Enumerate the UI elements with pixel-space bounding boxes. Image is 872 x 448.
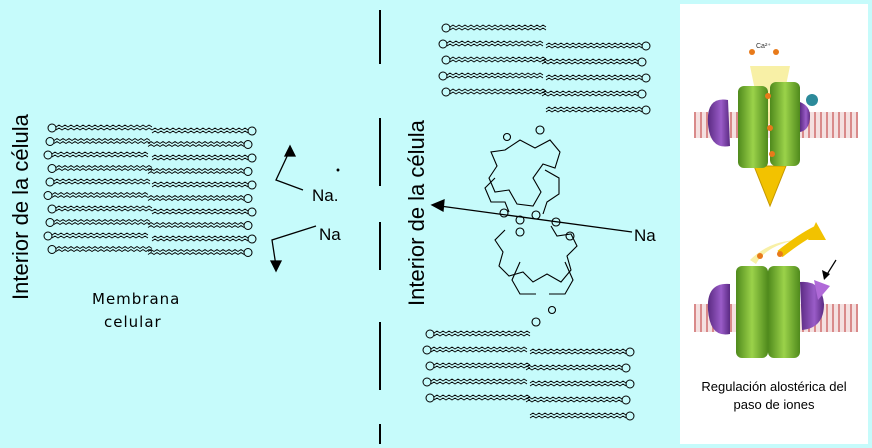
phospholipid [422,377,528,387]
phospholipid [425,393,531,403]
phospholipid [545,105,651,115]
phospholipid [151,153,257,163]
allosteric-channel-illustration: Ca²⁺ [680,4,868,444]
phospholipid [525,363,631,373]
left-membrane-bilayer [43,123,257,257]
phospholipid [43,150,149,160]
phospholipid [147,140,253,149]
allosteric-panel: Regulación alostérica del paso de iones [680,4,868,444]
na-label-upper-left: Na. [312,186,339,205]
membrane-label-line1: Membrana [92,290,181,308]
na-label-lower-left: Na [319,225,341,244]
phospholipid [45,137,151,146]
phospholipid [441,23,547,33]
phospholipid [422,345,528,355]
phospholipid [529,347,635,357]
phospholipid [151,234,257,244]
phospholipid [529,379,635,389]
phospholipid [438,39,544,49]
na-label-right: Na [634,226,656,245]
na-arrow-right [430,198,633,233]
phospholipid [47,123,153,133]
phospholipid [147,167,253,176]
phospholipid [438,71,544,81]
phospholipid [425,329,531,339]
phospholipid [151,180,257,190]
phospholipid [425,361,531,371]
phospholipid [441,87,547,97]
phospholipid [545,41,651,51]
phospholipid [43,231,149,241]
phospholipid [43,191,149,200]
caption-line-2: paso de iones [733,397,815,412]
phospholipid [147,248,253,257]
phospholipid [47,204,153,214]
ionophore-molecule [484,125,578,327]
phospholipid [147,194,253,203]
interior-label-left: Interior de la célula [8,114,33,300]
phospholipid [529,411,635,421]
phospholipid [45,177,151,187]
phospholipid [541,57,647,67]
phospholipid [47,164,153,173]
phospholipid [151,126,257,136]
ion-label: Ca²⁺ [756,43,771,50]
phospholipid [47,245,153,254]
na-arrows-left [269,144,340,273]
panel-caption: Regulación alostérica del paso de iones [680,378,868,414]
phospholipid [525,395,631,405]
right-lipid-stacks [422,23,651,421]
phospholipid [545,73,651,83]
caption-line-1: Regulación alostérica del [701,379,847,394]
phospholipid [147,221,253,230]
phospholipid [441,55,547,65]
phospholipid [45,218,151,227]
phospholipid [541,89,647,99]
interior-label-right: Interior de la célula [404,120,429,306]
phospholipid [151,207,257,217]
membrane-label-line2: celular [104,313,162,331]
